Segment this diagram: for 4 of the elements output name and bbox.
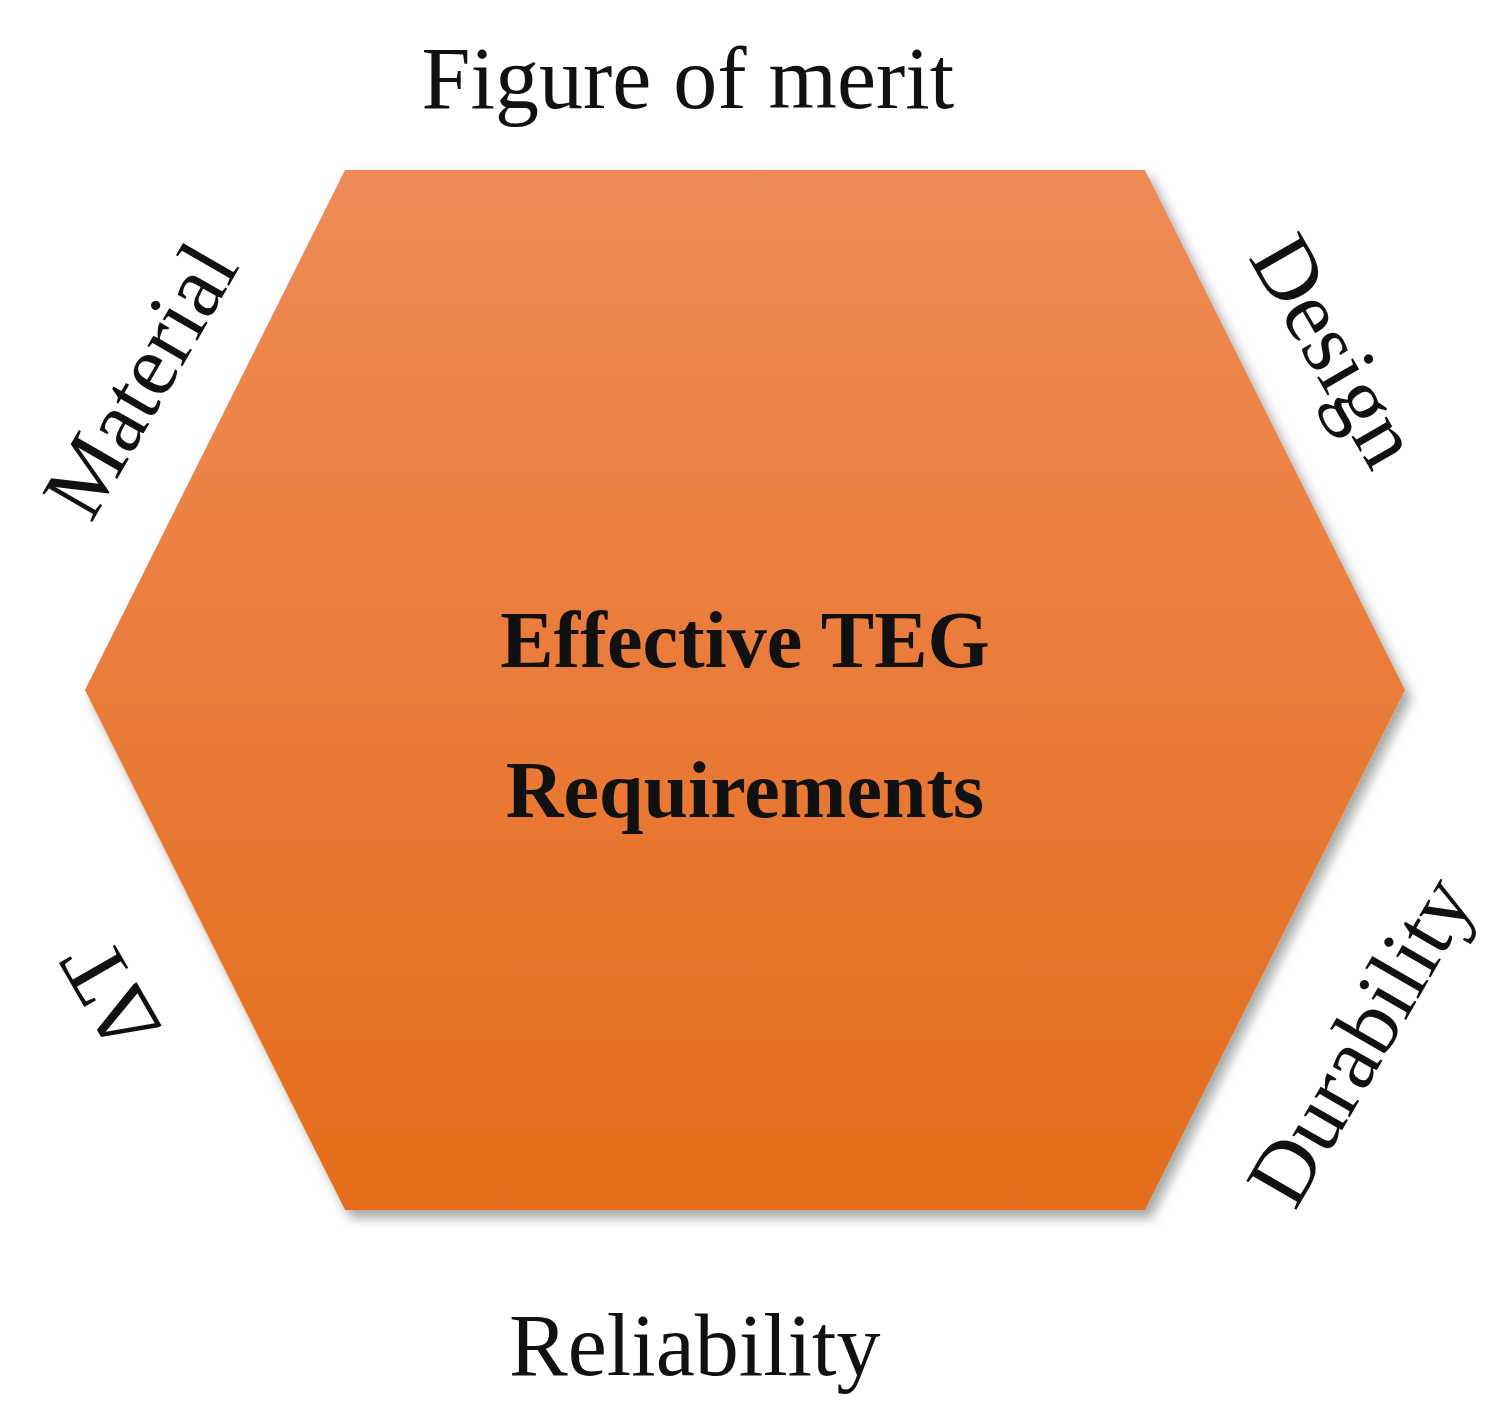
side-label: Figure of merit xyxy=(421,28,955,129)
side-label: Reliability xyxy=(509,1295,881,1396)
hexagon-title: Effective TEG Requirements xyxy=(499,595,991,837)
side-label: ΔT xyxy=(39,921,181,1069)
